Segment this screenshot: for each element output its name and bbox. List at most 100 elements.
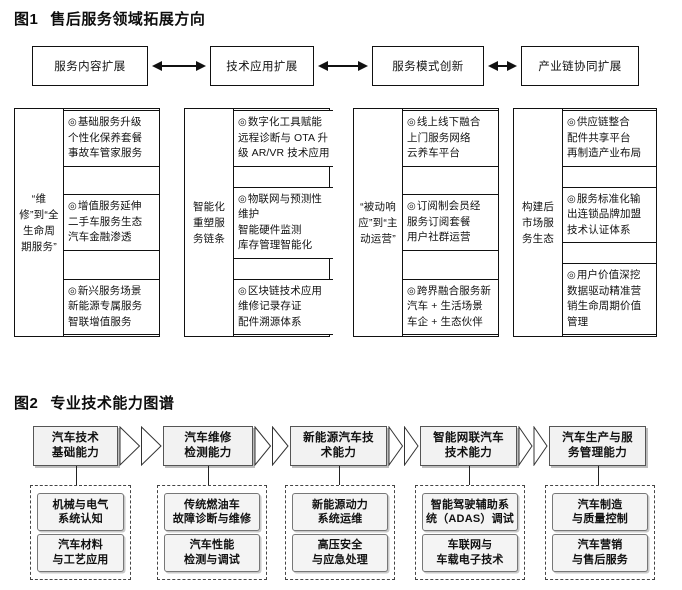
figure2-skill-group-3: 新能源动力系统运维高压安全与应急处理 bbox=[285, 485, 395, 580]
figure1-cell-line: 智能硬件监测 bbox=[238, 223, 302, 236]
figure1-cell-line: 云养车平台 bbox=[407, 147, 460, 159]
figure1-cell-line: 个性化保养套餐 bbox=[68, 131, 143, 144]
figure1-cell-line: 再制造产业布局 bbox=[567, 147, 642, 159]
figure2-skill-box: 新能源动力系统运维 bbox=[292, 493, 388, 532]
figure2-chevron-arrow-2 bbox=[254, 426, 289, 466]
figure2-skill-box: 传统燃油车故障诊断与维修 bbox=[164, 493, 260, 532]
figure1-cell-line: 技术认证体系 bbox=[567, 223, 631, 236]
figure1-column-label: “被动响应”到“主动运营” bbox=[354, 109, 403, 336]
figure1-cell-line: 线上线下融合 bbox=[407, 115, 495, 131]
figure2-skill-label: 机械与电气系统认知 bbox=[53, 498, 109, 527]
figure2-skill-box: 汽车营销与售后服务 bbox=[552, 533, 648, 572]
figure1-cell-line: 基础服务升级 bbox=[68, 115, 156, 131]
figure2-capability-label: 汽车维修检测能力 bbox=[184, 431, 231, 461]
figure1-column-cells: 线上线下融合上门服务网络云养车平台订阅制会员经服务订阅套餐用户社群运营跨界融合服… bbox=[402, 109, 498, 336]
figure2-capability-line: 汽车维修 bbox=[184, 432, 232, 444]
figure1-cell-line: 上门服务网络 bbox=[407, 131, 471, 144]
figure2-capability-box-4: 智能网联汽车技术能力 bbox=[420, 426, 517, 466]
figure2-skill-line: 车联网与 bbox=[447, 539, 493, 552]
figure2-skill-group-5: 汽车制造与质量控制汽车营销与售后服务 bbox=[545, 485, 655, 580]
figure2-skill-label: 新能源动力系统运维 bbox=[312, 498, 368, 527]
figure1-cell-line: 供应链整合 bbox=[567, 115, 653, 131]
figure2-skill-label: 高压安全与应急处理 bbox=[312, 538, 368, 567]
figure1-header-box-label: 服务模式创新 bbox=[392, 61, 464, 73]
figure2-capability-box-3: 新能源汽车技术能力 bbox=[290, 426, 387, 466]
figure2-capability-line: 新能源汽车技 bbox=[303, 432, 374, 444]
figure2-capability-label: 汽车生产与服务管理能力 bbox=[562, 431, 633, 461]
figure2-skill-box: 机械与电气系统认知 bbox=[37, 493, 124, 532]
figure2-skill-box: 汽车性能检测与调试 bbox=[164, 533, 260, 572]
figure2-capability-line: 基础能力 bbox=[51, 447, 100, 459]
figure2-skill-label: 汽车营销与售后服务 bbox=[572, 538, 628, 567]
figure1-cell-line: 二手车服务生态 bbox=[68, 215, 143, 228]
figure2-skill-line: 新能源动力 bbox=[312, 498, 368, 511]
figure2-skill-line: 汽车营销 bbox=[577, 539, 623, 552]
figure1-header-box-3: 服务模式创新 bbox=[372, 46, 484, 86]
figure1-column-4: 构建后市场服务生态供应链整合配件共享平台再制造产业布局服务标准化输出连锁品牌加盟… bbox=[513, 108, 657, 337]
figure2-skill-label: 传统燃油车故障诊断与维修 bbox=[173, 498, 251, 527]
figure1-cell-line: 新兴服务场景 bbox=[68, 284, 156, 300]
figure2-capability-line: 术能力 bbox=[320, 447, 357, 459]
figure1-bidirectional-arrow-3 bbox=[488, 59, 517, 73]
figure1-cell-line: 用户价值深挖 bbox=[567, 268, 653, 284]
figure2-skill-label: 汽车制造与质量控制 bbox=[572, 498, 628, 527]
figure2-capability-line: 汽车技术 bbox=[51, 432, 100, 444]
figure1-cell-line: 数字化工具赋能 bbox=[238, 115, 330, 131]
figure1-cell-line: 服务标准化输 bbox=[567, 192, 653, 208]
figure2-skill-line: 机械与电气 bbox=[52, 498, 109, 511]
figure2-skill-group-2: 传统燃油车故障诊断与维修汽车性能检测与调试 bbox=[157, 485, 267, 580]
figure1-cell-line: 远程诊断与 OTA 升 bbox=[238, 131, 329, 144]
figure1-cell-line: 维护 bbox=[238, 208, 260, 220]
figure1-cell-line: 配件溯源体系 bbox=[238, 315, 302, 328]
figure2-skill-group-4: 智能驾驶辅助系统（ADAS）调试车联网与车载电子技术 bbox=[415, 485, 525, 580]
figure2-skill-box: 高压安全与应急处理 bbox=[292, 533, 388, 572]
figure2-skill-line: 汽车性能 bbox=[189, 539, 235, 552]
figure1-cell-line: 区块链技术应用 bbox=[238, 284, 330, 300]
figure2-skill-line: 检测与调试 bbox=[184, 553, 240, 566]
figure2-connector-line-4 bbox=[468, 466, 470, 485]
figure1-cell-line: 汽车 + 生活场景 bbox=[407, 300, 483, 312]
figure1-matrix: “维修”到“全生命周期服务”基础服务升级个性化保养套餐事故车管家服务增值服务延伸… bbox=[0, 108, 682, 338]
figure1-cell-line: 库存管理智能化 bbox=[238, 239, 313, 251]
figure1-cell-line: 物联网与预测性 bbox=[238, 192, 330, 208]
figure2-skill-line: 系统认知 bbox=[58, 513, 103, 526]
figure2-skill-line: 车载电子技术 bbox=[436, 553, 504, 566]
figure2-capability-line: 技术能力 bbox=[444, 447, 493, 459]
figure1-cell-line: 新能源专属服务 bbox=[68, 300, 143, 312]
figure1-cell-line: 服务订阅套餐 bbox=[407, 215, 471, 228]
figure1-cell-line: 级 AR/VR 技术应用 bbox=[238, 147, 330, 159]
figure1-column-label: 构建后市场服务生态 bbox=[514, 109, 563, 336]
figure2-connector-line-2 bbox=[208, 466, 209, 485]
figure2-skill-label: 汽车性能检测与调试 bbox=[184, 538, 240, 567]
figure2-capability-box-2: 汽车维修检测能力 bbox=[163, 426, 253, 466]
figure2-skill-line: 与应急处理 bbox=[312, 553, 368, 566]
figure2-capability-label: 智能网联汽车技术能力 bbox=[433, 431, 504, 461]
figure2-capability-line: 汽车生产与服 bbox=[562, 432, 633, 444]
figure2-capability-line: 检测能力 bbox=[184, 447, 232, 459]
figure1-header-row: 服务内容扩展技术应用扩展服务模式创新产业链协同扩展 bbox=[0, 40, 682, 92]
figure1-title-number: 图1 bbox=[14, 11, 39, 28]
figure2-capability-box-1: 汽车技术基础能力 bbox=[33, 426, 118, 466]
figure1-column-3: “被动响应”到“主动运营”线上线下融合上门服务网络云养车平台订阅制会员经服务订阅… bbox=[353, 108, 499, 337]
figure1-cell-line: 销生命周期价值 bbox=[567, 300, 642, 312]
figure2-skill-line: 汽车材料 bbox=[58, 539, 103, 552]
figure1-cell-line: 跨界融合服务新 bbox=[407, 284, 495, 300]
figure2-chevron-arrow-1 bbox=[119, 426, 162, 466]
figure2-capability-map: 汽车技术基础能力机械与电气系统认知汽车材料与工艺应用 汽车维修检测能力传统燃油车故… bbox=[0, 424, 682, 586]
figure2-title-text: 专业技术能力图谱 bbox=[50, 395, 175, 412]
figure2-skill-box: 车联网与车载电子技术 bbox=[422, 533, 518, 572]
figure2-skill-line: 汽车制造 bbox=[577, 498, 623, 511]
figure1-cell-line: 智联增值服务 bbox=[68, 315, 132, 328]
figure2-skill-line: 统（ADAS）调试 bbox=[426, 513, 514, 526]
figure2-skill-line: 与工艺应用 bbox=[52, 553, 109, 566]
